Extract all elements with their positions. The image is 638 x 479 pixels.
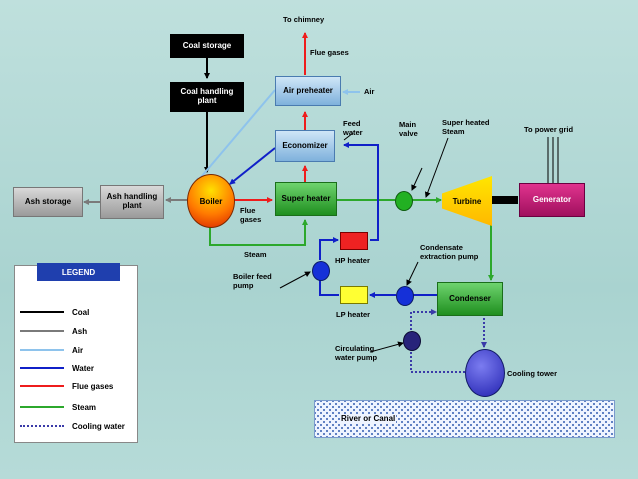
legend-swatch — [20, 311, 64, 313]
water-line — [229, 147, 276, 185]
turbine-label: Turbine — [452, 196, 482, 206]
legend-swatch — [20, 406, 64, 408]
hp-heater-box — [340, 232, 368, 250]
ash-handling-box: Ash handling plant — [100, 185, 164, 219]
legend-label: Flue gases — [72, 381, 114, 391]
coal-handling-label: Coal handling plant — [180, 87, 234, 105]
legend-item-cooling-water: Cooling water — [20, 421, 125, 431]
legend-swatch — [20, 367, 64, 369]
legend-item-water: Water — [20, 363, 94, 373]
air-label: Air — [364, 87, 375, 96]
boiler: Boiler — [187, 174, 235, 228]
legend-label: Air — [72, 345, 84, 355]
leader-arrow — [369, 341, 404, 353]
river-canal: River or Canal — [314, 400, 615, 438]
cooling-water-line — [410, 309, 437, 330]
generator-box: Generator — [519, 183, 585, 217]
legend-title: LEGEND — [37, 263, 120, 281]
economizer-box: Economizer — [275, 130, 335, 162]
leader-arrow — [424, 137, 449, 198]
air-preheater-label: Air preheater — [283, 85, 333, 95]
coal-handling-box: Coal handling plant — [170, 82, 244, 112]
legend-label: Water — [72, 363, 94, 373]
ash-storage-label: Ash storage — [24, 196, 72, 206]
lp-heater-box — [340, 286, 368, 304]
legend-label: Ash — [72, 326, 88, 336]
leader-arrow — [411, 167, 423, 191]
legend-label: Steam — [72, 402, 97, 412]
boiler-feed-pump-label: Boiler feed pump — [233, 272, 272, 290]
leader-arrow — [406, 261, 419, 286]
condensate-pump-label: Condensate extraction pump — [420, 243, 479, 261]
condenser-box: Condenser — [437, 282, 503, 316]
super-heater-label: Super heater — [281, 193, 331, 203]
steam-label: Steam — [244, 250, 267, 259]
economizer-label: Economizer — [282, 140, 328, 150]
legend-label: Coal — [72, 307, 90, 317]
legend-label: Cooling water — [72, 421, 125, 431]
steam-line — [209, 219, 308, 246]
water-line — [343, 142, 379, 241]
to-chimney-label: To chimney — [283, 15, 325, 24]
water-line — [319, 278, 339, 296]
hp-heater-label: HP heater — [335, 256, 370, 265]
coal-storage-box: Coal storage — [170, 34, 244, 58]
legend-swatch — [20, 349, 64, 351]
legend: LEGEND Coal Ash Air Water Flue gases Ste… — [14, 263, 138, 443]
air-preheater-box: Air preheater — [275, 76, 341, 106]
flue-gases-top-label: Flue gases — [310, 48, 349, 57]
river-label: River or Canal — [340, 414, 397, 423]
legend-swatch — [20, 385, 64, 387]
cooling-tower — [465, 349, 505, 397]
legend-swatch — [20, 425, 64, 427]
legend-swatch — [20, 330, 64, 332]
legend-item-steam: Steam — [20, 402, 96, 412]
grid-line — [547, 137, 559, 183]
circulating-water-pump — [403, 331, 421, 351]
legend-item-flue-gases: Flue gases — [20, 381, 113, 391]
leader-arrow — [279, 271, 311, 289]
ash-storage-box: Ash storage — [13, 187, 83, 217]
condensate-extraction-pump — [396, 286, 414, 306]
coal-storage-label: Coal storage — [182, 40, 232, 50]
turbine-shaft — [492, 196, 518, 204]
main-valve-label: Main valve — [399, 120, 418, 138]
generator-label: Generator — [532, 194, 572, 204]
boiler-label: Boiler — [199, 196, 223, 206]
to-power-grid-label: To power grid — [524, 125, 574, 134]
legend-item-air: Air — [20, 345, 83, 355]
water-line — [319, 237, 339, 260]
air-line — [195, 89, 276, 184]
cooling-tower-label: Cooling tower — [507, 369, 557, 378]
condenser-label: Condenser — [449, 293, 491, 303]
circulating-pump-label: Circulating water pump — [335, 344, 378, 362]
feed-water-label: Feed water — [343, 119, 363, 137]
lp-heater-label: LP heater — [336, 310, 371, 319]
legend-item-ash: Ash — [20, 326, 87, 336]
flue-gases-mid-label: Flue gases — [240, 206, 262, 224]
ash-handling-label: Ash handling plant — [106, 192, 158, 210]
main-valve — [395, 191, 413, 211]
legend-item-coal: Coal — [20, 307, 89, 317]
leader-arrow — [343, 132, 354, 141]
cooling-water-line — [410, 350, 465, 373]
boiler-feed-pump — [312, 261, 330, 281]
super-heater-box: Super heater — [275, 182, 337, 216]
super-heated-steam-label: Super heated Steam — [442, 118, 490, 136]
